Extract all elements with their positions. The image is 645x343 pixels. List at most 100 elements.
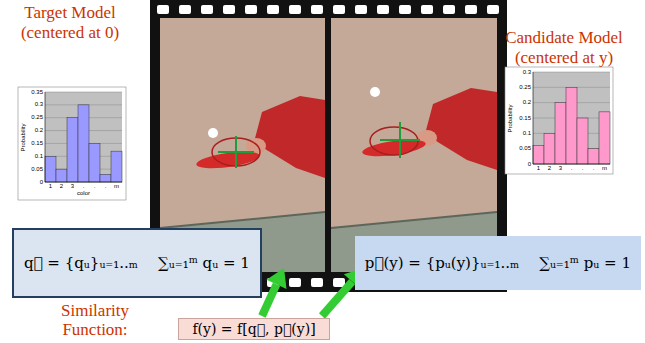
chart-panel: [18, 87, 126, 200]
sprocket-hole: [179, 5, 191, 14]
model-title: Candidate Model (centered at y): [488, 28, 640, 67]
green-arrows: [262, 268, 364, 316]
sprocket-hole: [245, 5, 257, 14]
axis-line: [45, 182, 122, 183]
axis-title: color: [45, 190, 122, 197]
axis-title: Probability: [20, 112, 27, 162]
formula-text: f(y) = f[q⃗, p⃗(y)]: [192, 321, 315, 337]
formula-text: ∑ᵤ₌₁ᵐ pᵤ = 1: [539, 254, 631, 272]
tick-label: 0.05: [21, 166, 43, 173]
plot-area: [533, 72, 610, 164]
tick-label: 0.05: [509, 145, 531, 152]
axis-line: [533, 164, 610, 165]
grid-line: [533, 72, 610, 73]
arrow-head: [267, 268, 287, 289]
histogram-bar: [588, 149, 599, 164]
sprocket-hole: [421, 5, 433, 14]
sprocket-hole: [289, 5, 301, 14]
sprocket-hole: [465, 5, 477, 14]
tick-label: 0.3: [509, 69, 531, 76]
histogram-bar: [100, 174, 111, 182]
histogram-bar: [111, 151, 122, 182]
formula-box: q⃗ = {qᵤ}ᵤ₌₁..ₘ ∑ᵤ₌₁ᵐ qᵤ = 1: [12, 228, 262, 298]
tick-label: 2: [544, 165, 555, 172]
histogram-bar: [67, 118, 78, 182]
tick-label: .: [100, 183, 111, 190]
histogram-bar: [555, 103, 566, 164]
formula-text: ∑ᵤ₌₁ᵐ qᵤ = 1: [158, 254, 250, 272]
sprocket-hole: [399, 5, 411, 14]
histogram: [505, 67, 613, 174]
sprocket-hole: [267, 5, 279, 14]
paddle: [195, 149, 260, 172]
tick-label: m: [111, 183, 122, 190]
paddle: [361, 137, 426, 160]
axis-line: [533, 72, 534, 164]
histogram-bar: [45, 156, 56, 182]
axis-line: [45, 92, 46, 182]
tick-label: 2: [56, 183, 67, 190]
grid-line: [45, 92, 122, 93]
tick-label: .: [78, 183, 89, 190]
model-title: Target Model (centered at 0): [5, 3, 135, 42]
tick-label: m: [599, 165, 610, 172]
sprocket-hole: [487, 5, 499, 14]
sprocket-hole: [201, 5, 213, 14]
tick-label: 0.1: [21, 153, 43, 160]
tick-label: 0: [509, 161, 531, 168]
histogram-bar: [544, 133, 555, 164]
histogram: [18, 87, 126, 200]
histogram-bar: [89, 143, 100, 182]
sprocket-hole: [157, 5, 169, 14]
section-label: Similarity Function:: [50, 302, 140, 339]
tick-label: 0.25: [509, 84, 531, 91]
histograms: [18, 67, 613, 200]
tick-label: .: [588, 165, 599, 172]
table-edge: [331, 212, 497, 228]
tick-label: 0.3: [21, 101, 43, 108]
sprocket-hole: [377, 5, 389, 14]
crosshair: [218, 151, 254, 153]
crosshair: [380, 139, 420, 141]
histogram-bar: [566, 87, 577, 164]
sprocket-hole: [223, 5, 235, 14]
tick-label: 0.35: [21, 89, 43, 96]
ball: [208, 128, 218, 138]
tick-label: .: [89, 183, 100, 190]
histogram-bar: [599, 112, 610, 164]
frame-wall: [331, 18, 497, 272]
chart-panel: [505, 67, 613, 174]
formula-text: q⃗ = {qᵤ}ᵤ₌₁..ₘ: [24, 254, 138, 272]
histogram-bar: [56, 169, 67, 182]
sprocket-hole: [289, 278, 301, 287]
tick-label: 1: [45, 183, 56, 190]
tick-label: 0: [21, 179, 43, 186]
video-frame: [331, 18, 497, 272]
arrow-shaft: [322, 282, 352, 316]
histogram-bar: [533, 146, 544, 164]
formula-box: p⃗(y) = {pᵤ(y)}ᵤ₌₁..ₘ ∑ᵤ₌₁ᵐ pᵤ = 1: [355, 236, 641, 290]
sprocket-hole: [443, 5, 455, 14]
sprocket-hole: [311, 5, 323, 14]
tick-label: 0.25: [21, 114, 43, 121]
sprocket-hole: [333, 5, 345, 14]
sprocket-hole: [333, 278, 345, 287]
similarity-box: f(y) = f[q⃗, p⃗(y)]: [178, 318, 330, 340]
table-edge: [160, 212, 325, 228]
player-arm: [425, 88, 497, 170]
histogram-bar: [577, 118, 588, 164]
sprocket-hole: [355, 5, 367, 14]
formula-text: p⃗(y) = {pᵤ(y)}ᵤ₌₁..ₘ: [365, 254, 519, 272]
player-arm: [254, 96, 325, 178]
tick-label: .: [566, 165, 577, 172]
tick-label: 3: [67, 183, 78, 190]
arrow-shaft: [262, 284, 277, 316]
histogram-bar: [78, 105, 89, 182]
tick-label: 3: [555, 165, 566, 172]
tick-label: .: [577, 165, 588, 172]
axis-title: Probability: [507, 93, 514, 143]
ball: [370, 87, 380, 97]
plot-area: [45, 92, 122, 182]
tick-label: 1: [533, 165, 544, 172]
sprocket-hole: [311, 278, 323, 287]
